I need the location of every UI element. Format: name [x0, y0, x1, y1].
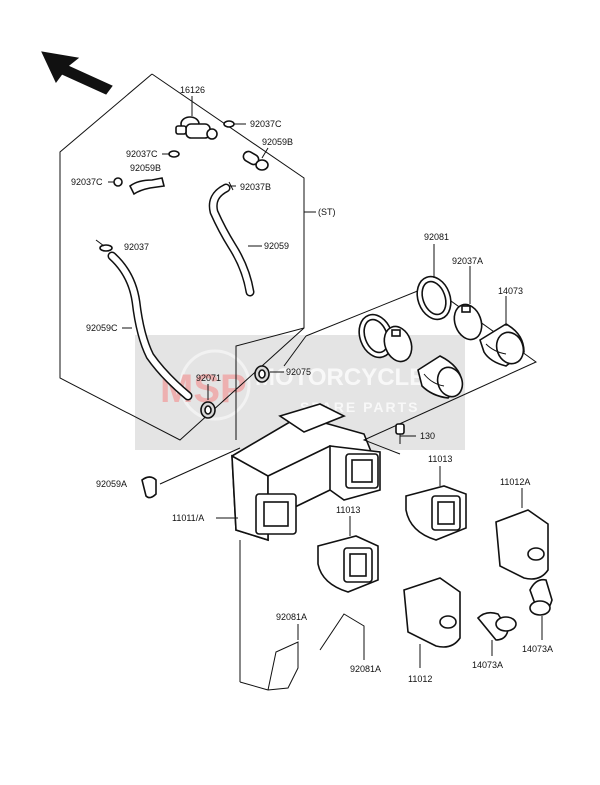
label-92059A: 92059A	[96, 479, 127, 489]
label-92081: 92081	[424, 232, 449, 242]
label-92059B-b: 92059B	[130, 163, 161, 173]
airbox-11011A	[216, 403, 381, 542]
label-92071: 92071	[196, 373, 221, 383]
label-92037: 92037	[124, 242, 149, 252]
clip-92037C-left	[108, 177, 123, 187]
label-92059: 92059	[264, 241, 289, 251]
grommet-92075	[254, 365, 284, 383]
label-130: 130	[420, 431, 435, 441]
hose-92059B-right	[242, 147, 269, 171]
label-92081A-left: 92081A	[276, 612, 307, 622]
boot-14073-rear	[417, 355, 464, 399]
label-st: (ST)	[318, 207, 336, 217]
label-92037C-a: 92037C	[250, 119, 282, 129]
wire-clip-92081A-left	[239, 540, 299, 691]
hose-assembly-frame	[59, 73, 316, 441]
label-92059B-a: 92059B	[262, 137, 293, 147]
label-92037C-c: 92037C	[71, 177, 103, 187]
label-11013-right: 11013	[428, 454, 452, 464]
label-14073A-left: 14073A	[472, 660, 503, 670]
label-92037B: 92037B	[240, 182, 271, 192]
label-11011A: 11011/A	[172, 513, 204, 523]
clamp-92037A-front	[453, 266, 483, 341]
boot-group-frame	[283, 285, 537, 455]
clip-92037C-upper	[223, 120, 246, 128]
front-direction-arrow-icon	[41, 51, 113, 95]
label-92081A-right: 92081A	[350, 664, 381, 674]
label-92037C-b: 92037C	[126, 149, 158, 159]
label-11012: 11012	[408, 674, 432, 684]
clip-92037	[95, 239, 113, 252]
duct-11013-right	[405, 466, 467, 541]
hose-92059B-left	[128, 177, 165, 196]
label-11013-left: 11013	[336, 505, 360, 515]
label-14073A-right: 14073A	[522, 644, 553, 654]
bolt-130	[395, 423, 405, 444]
clip-92037C-mid	[162, 150, 180, 158]
ring-92081-front	[416, 244, 452, 321]
clip-92059A	[141, 447, 241, 499]
valve-16126	[175, 96, 218, 140]
cover-11012A	[495, 488, 549, 580]
watermark-line1: MOTORCYCLE	[255, 364, 425, 391]
elbow-14073A-left	[476, 611, 517, 656]
cover-11012	[403, 577, 461, 668]
label-92059C: 92059C	[86, 323, 118, 333]
duct-11013-left	[317, 516, 379, 593]
label-16126: 16126	[180, 85, 205, 95]
hose-92059C	[107, 251, 193, 401]
label-11012A: 11012A	[500, 477, 530, 487]
boot-14073-front	[479, 296, 525, 367]
part-labels: 16126 92037C 92037C 92059B 92059B 92037C…	[71, 85, 553, 684]
label-92075: 92075	[286, 367, 311, 377]
label-92037A: 92037A	[452, 256, 483, 266]
clamp-92037A-rear	[383, 325, 413, 363]
label-14073: 14073	[498, 286, 523, 296]
hose-92059	[208, 183, 262, 297]
wire-clip-92081A-right	[319, 613, 365, 660]
grommet-92071	[200, 384, 216, 419]
elbow-14073A-right	[529, 578, 553, 640]
